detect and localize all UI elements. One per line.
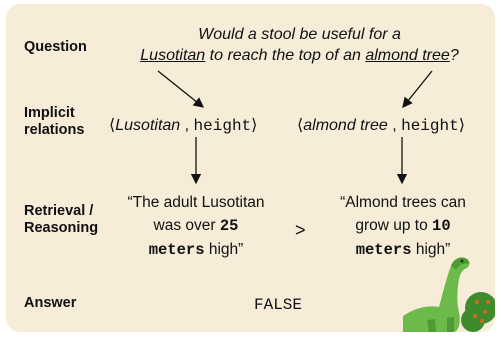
relation-lusotitan: ⟨Lusotitan , height⟩: [109, 115, 257, 135]
relation-entity: Lusotitan: [115, 117, 181, 134]
arrow-icon: [157, 70, 205, 108]
retrieval-unit: meters: [355, 241, 412, 259]
row-label-retrieval-line1: Retrieval /: [24, 203, 94, 219]
retrieval-number: 10: [432, 217, 451, 235]
retrieval-tail: high”: [411, 241, 451, 258]
relation-separator: ,: [387, 117, 402, 134]
row-label-answer: Answer: [24, 295, 76, 312]
retrieval-lusotitan: “The adult Lusotitan was over 25 meters …: [116, 191, 276, 262]
question-text: Would a stool be useful for a Lusotitan …: [102, 24, 495, 66]
row-label-question: Question: [24, 39, 87, 56]
row-label-implicit: Implicit relations: [24, 105, 84, 139]
relation-separator: ,: [180, 117, 194, 134]
row-label-retrieval-line2: Reasoning: [24, 220, 99, 236]
retrieval-line2: grow up to: [355, 217, 433, 234]
relation-open-bracket: ⟨: [297, 117, 304, 134]
question-middle: to reach the top of an: [205, 47, 366, 64]
diagram-panel: Question Implicit relations Retrieval / …: [6, 4, 495, 332]
question-end: ?: [449, 47, 459, 64]
question-entity-almond-tree: almond tree: [365, 47, 450, 64]
relation-almond-tree: ⟨almond tree , height⟩: [297, 115, 465, 135]
relation-entity: almond tree: [303, 117, 388, 134]
relation-close-bracket: ⟩: [458, 117, 465, 134]
retrieval-almond-tree: “Almond trees can grow up to 10 meters h…: [323, 191, 483, 262]
comparison-symbol: >: [295, 220, 306, 240]
answer-value: FALSE: [254, 296, 303, 314]
relation-open-bracket: ⟨: [109, 117, 116, 134]
row-label-answer-text: Answer: [24, 295, 77, 311]
retrieval-line1: “The adult Lusotitan: [127, 194, 265, 211]
arrows-layer: [157, 70, 433, 185]
row-label-implicit-line2: relations: [24, 122, 85, 138]
retrieval-tail: high”: [204, 241, 244, 258]
relation-attribute: height: [193, 117, 252, 135]
retrieval-line1: “Almond trees can: [340, 194, 466, 211]
relation-attribute: height: [401, 117, 459, 135]
retrieval-line2: was over: [153, 217, 220, 234]
retrieval-number: 25: [219, 217, 239, 235]
question-entity-lusotitan: Lusotitan: [140, 47, 206, 64]
relation-close-bracket: ⟩: [251, 117, 258, 134]
row-label-question-text: Question: [24, 39, 87, 55]
retrieval-unit: meters: [148, 241, 205, 259]
arrow-icon: [402, 70, 433, 109]
question-line1: Would a stool be useful for a: [198, 26, 401, 43]
row-label-retrieval: Retrieval / Reasoning: [24, 203, 98, 237]
row-label-implicit-line1: Implicit: [24, 105, 75, 121]
dinosaur-illustration: [403, 257, 495, 332]
